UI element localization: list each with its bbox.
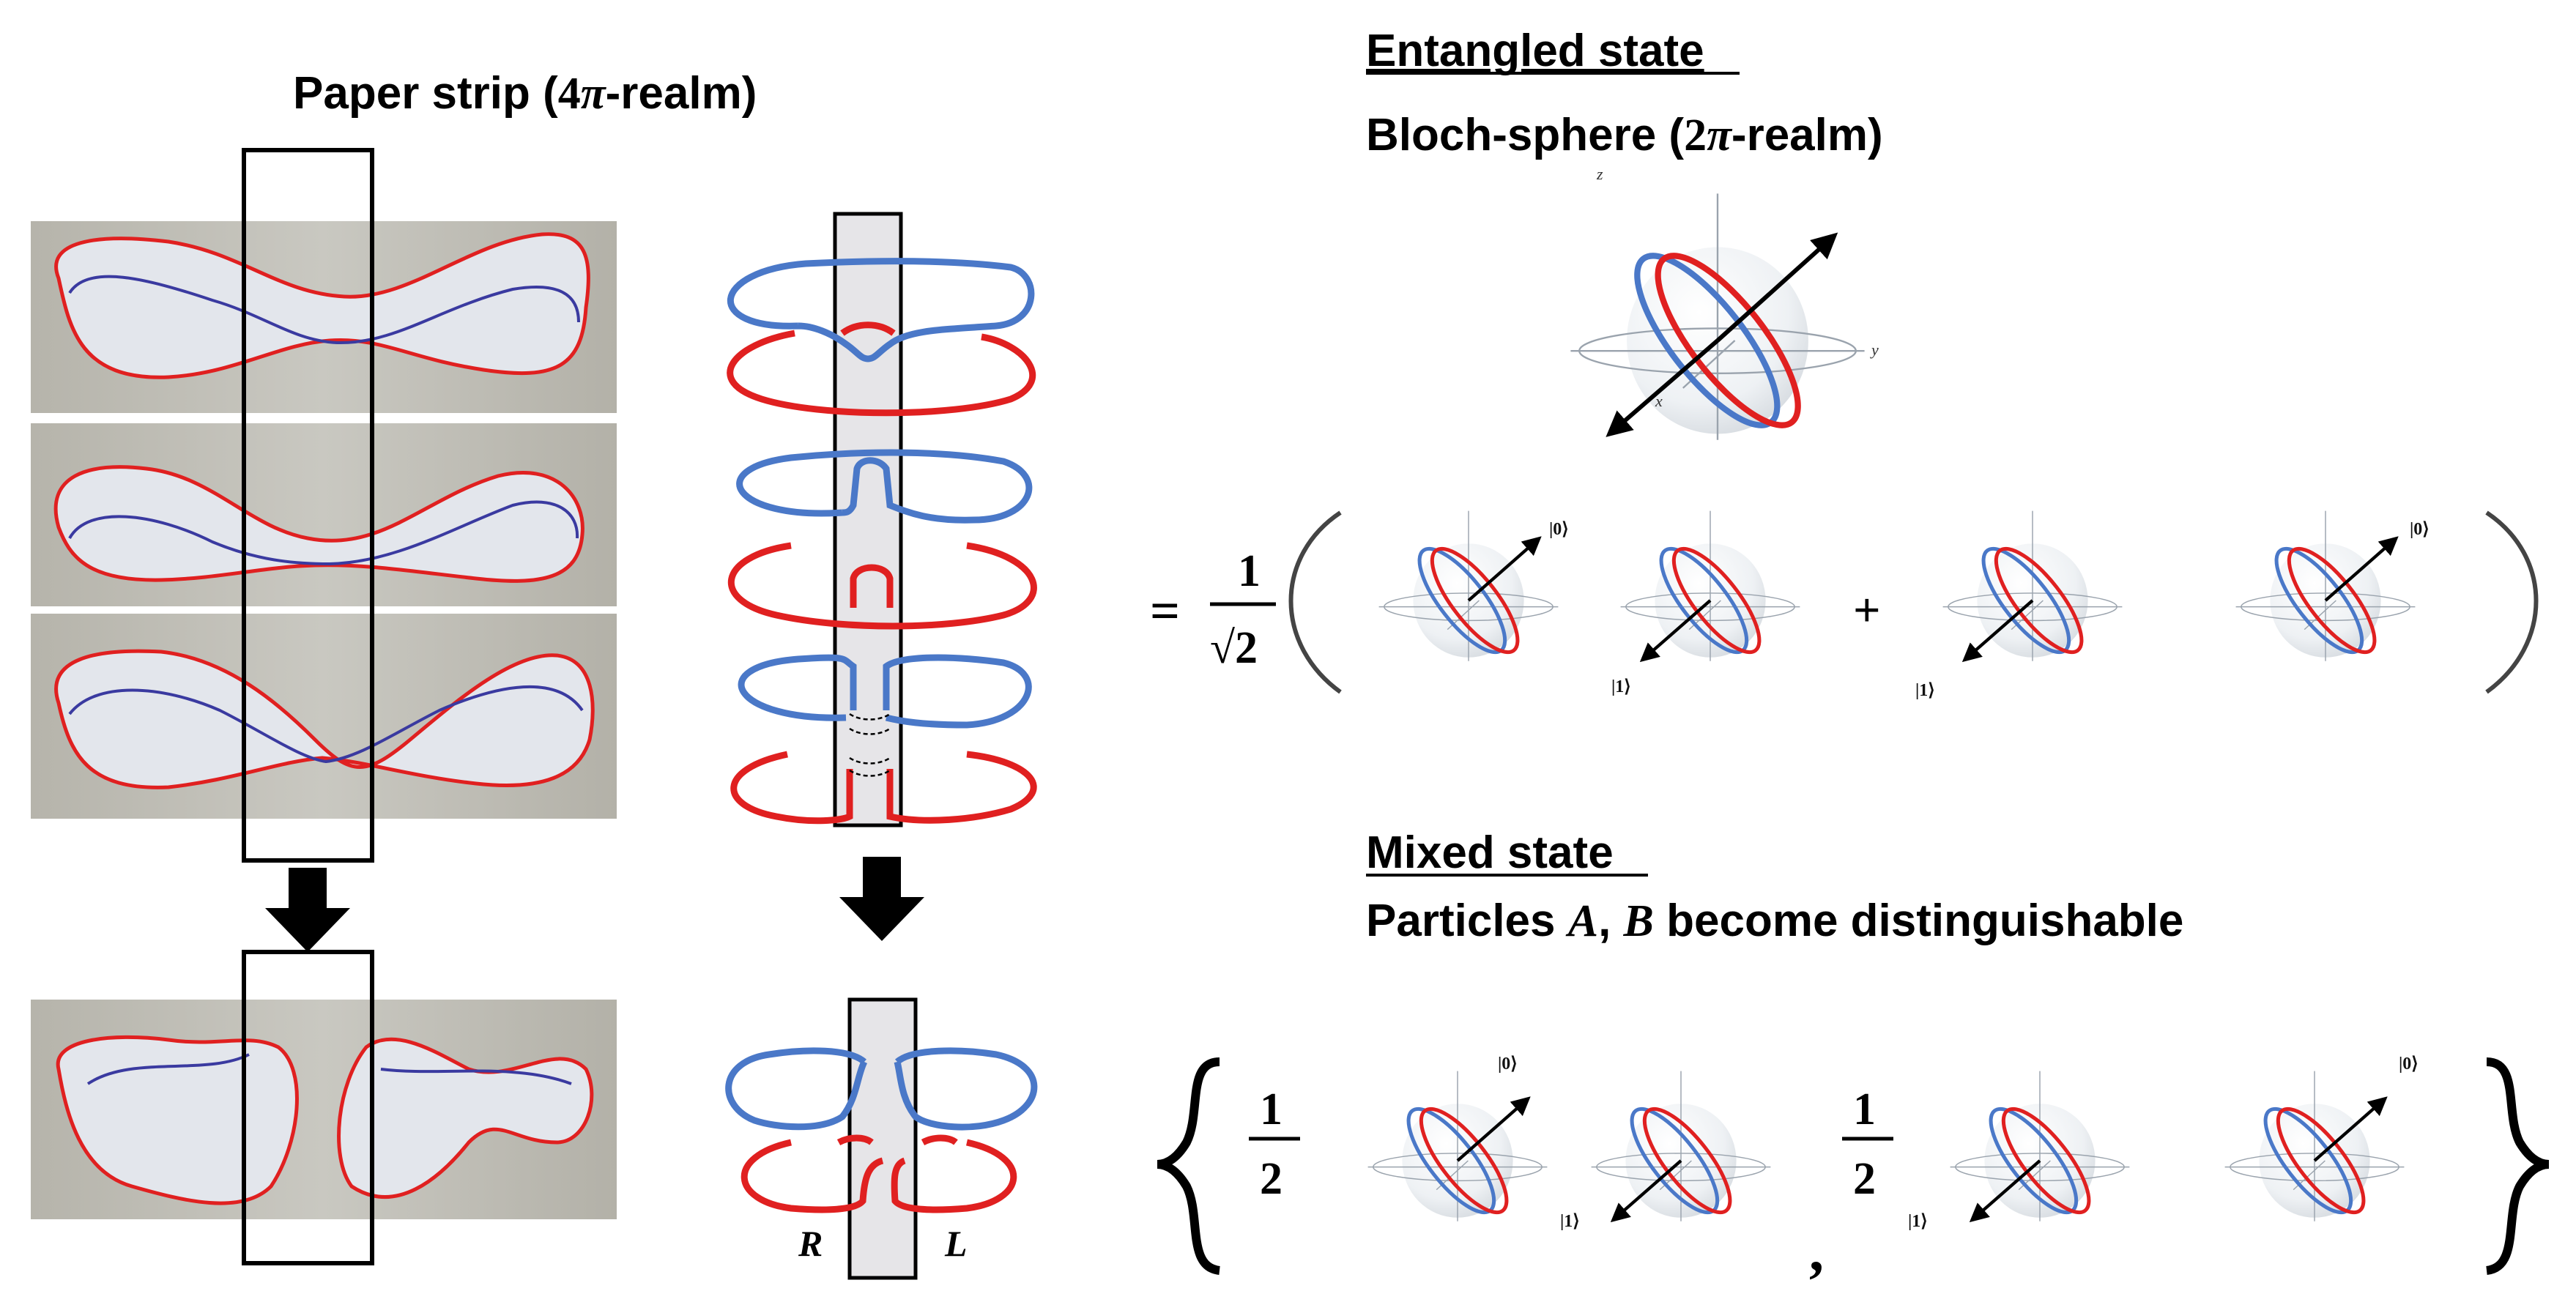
axis-x-main: x [1655, 392, 1663, 410]
frac-num-half-1: 1 [1260, 1085, 1283, 1134]
ring-pair-4 [725, 1047, 1038, 1213]
down-arrow-left [265, 868, 350, 952]
left-paren [1288, 510, 1342, 694]
mixed-heading: Mixed state [1366, 827, 1614, 878]
label-r: R [798, 1223, 823, 1264]
ring-pair-1 [727, 258, 1036, 417]
bloch-sphere-row2-3 [1950, 1071, 2130, 1224]
ket-zero-r2-4: |0⟩ [2399, 1055, 2419, 1074]
entangled-heading: Entangled state [1366, 26, 1704, 76]
frac-num-sqrt: 1 [1238, 546, 1261, 596]
paper-strip-panel-4 [31, 1000, 617, 1219]
axis-z-main: z [1596, 165, 1603, 183]
mixed-comma: , [1809, 1219, 1824, 1284]
strip-frame-bottom [242, 950, 374, 1265]
mixed-subtitle: Particles A, B become distinguishable [1366, 896, 2183, 946]
left-title: Paper strip (4π-realm) [293, 68, 757, 119]
equals-sign: = [1150, 581, 1180, 640]
ket-one-r1-2: |1⟩ [1611, 677, 1631, 696]
frac-den-sqrt: √2 [1210, 623, 1258, 673]
right-brace [2485, 1057, 2550, 1275]
bloch-sphere-row1-3 [1943, 511, 2123, 664]
bloch-sphere-row1-4 [2236, 511, 2416, 664]
label-l: L [944, 1223, 968, 1264]
ket-one-r1-3: |1⟩ [1915, 681, 1935, 700]
frac-num-half-2: 1 [1853, 1085, 1876, 1134]
ring-pair-2 [727, 449, 1037, 630]
paper-strip-panel-2 [31, 423, 617, 606]
plus-sign: + [1853, 584, 1881, 637]
paper-strip-panel-3 [31, 614, 617, 819]
left-brace [1157, 1057, 1221, 1275]
strip-frame-top [242, 148, 374, 863]
ket-zero-r2-1: |0⟩ [1498, 1055, 1518, 1074]
bloch-sphere-row1-2 [1621, 511, 1800, 664]
bloch-sphere-row2-1 [1368, 1071, 1548, 1224]
ket-one-r2-2: |1⟩ [1560, 1212, 1580, 1231]
ket-zero-r1-4: |0⟩ [2410, 520, 2430, 539]
ring-pair-3 [730, 654, 1037, 825]
paper-strip-panel-1 [31, 221, 617, 413]
down-arrow-middle [839, 857, 924, 941]
axis-y-main: y [1870, 341, 1879, 359]
middle-strip-top [833, 212, 903, 827]
frac-den-half-1: 2 [1260, 1154, 1283, 1204]
bloch-sphere-row2-4 [2225, 1071, 2405, 1224]
bloch-sphere-main [1570, 193, 1864, 445]
bloch-sphere-row2-2 [1592, 1071, 1771, 1224]
ket-one-r2-3: |1⟩ [1908, 1212, 1928, 1231]
frac-den-half-2: 2 [1853, 1154, 1876, 1204]
entangled-subtitle: Bloch-sphere (2π-realm) [1366, 110, 1883, 160]
right-paren [2485, 510, 2539, 694]
bloch-sphere-row1-1 [1379, 511, 1559, 664]
ket-zero-r1-1: |0⟩ [1549, 520, 1569, 539]
